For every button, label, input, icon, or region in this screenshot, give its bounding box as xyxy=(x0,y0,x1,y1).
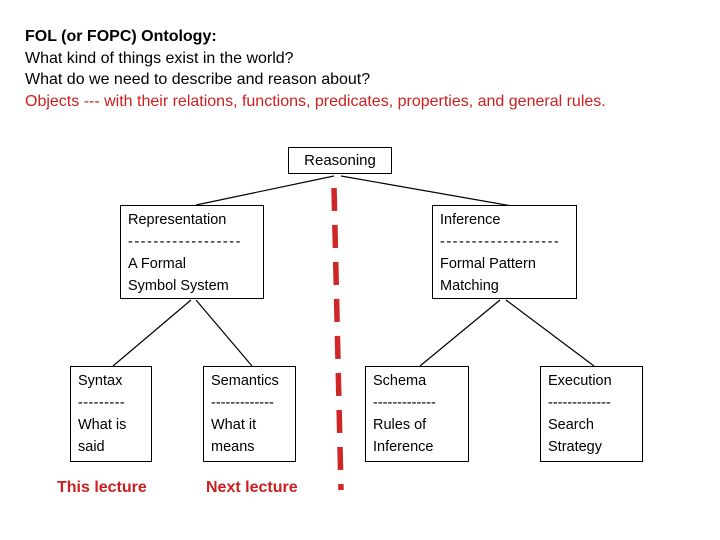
node-semantics-dashes: ------------- xyxy=(211,395,274,411)
connector-reasoning-representation xyxy=(195,175,335,206)
this-lecture-label: This lecture xyxy=(57,479,147,496)
header-question-1: What kind of things exist in the world? xyxy=(25,49,294,67)
node-syntax-title: Syntax xyxy=(78,373,123,389)
node-schema-dashes: ------------- xyxy=(373,395,436,411)
node-inference: Inference ------------------- Formal Pat… xyxy=(432,205,577,299)
node-execution-line1: Search xyxy=(548,417,594,433)
node-representation-dashes: ------------------ xyxy=(128,234,242,250)
node-representation-title: Representation xyxy=(128,212,227,228)
node-schema-title: Schema xyxy=(373,373,427,389)
lecture-divider-line xyxy=(331,187,344,491)
node-representation-line2: Symbol System xyxy=(128,278,229,294)
header-question-2: What do we need to describe and reason a… xyxy=(25,71,371,88)
slide-title: FOL (or FOPC) Ontology: xyxy=(25,28,217,45)
node-syntax-dashes: --------- xyxy=(78,395,126,411)
next-lecture-label: Next lecture xyxy=(206,479,298,496)
node-reasoning: Reasoning xyxy=(288,147,392,174)
slide-header: FOL (or FOPC) Ontology: What kind of thi… xyxy=(25,26,705,112)
node-schema: Schema ------------- Rules of Inference xyxy=(365,366,469,462)
node-schema-line2: Inference xyxy=(373,439,434,455)
connector-representation-syntax xyxy=(112,299,192,367)
node-syntax-line2: said xyxy=(78,439,105,455)
node-inference-line1: Formal Pattern xyxy=(440,256,536,272)
node-inference-dashes: ------------------- xyxy=(440,234,561,250)
node-execution-title: Execution xyxy=(548,373,612,389)
node-reasoning-label: Reasoning xyxy=(304,151,376,169)
node-semantics-line2: means xyxy=(211,439,255,455)
node-execution: Execution ------------- Search Strategy xyxy=(540,366,643,462)
node-execution-dashes: ------------- xyxy=(548,395,611,411)
connector-reasoning-inference xyxy=(340,175,513,207)
node-inference-title: Inference xyxy=(440,212,501,228)
node-representation: Representation ------------------ A Form… xyxy=(120,205,264,299)
node-semantics-line1: What it xyxy=(211,417,257,433)
node-syntax-line1: What is xyxy=(78,417,127,433)
node-representation-line1: A Formal xyxy=(128,256,187,272)
node-schema-line1: Rules of xyxy=(373,417,427,433)
connector-inference-schema xyxy=(419,299,501,367)
node-inference-line2: Matching xyxy=(440,278,499,294)
node-semantics-title: Semantics xyxy=(211,373,279,389)
connector-representation-semantics xyxy=(195,299,253,367)
node-semantics: Semantics ------------- What it means xyxy=(203,366,296,462)
connector-inference-execution xyxy=(505,299,595,367)
node-execution-line2: Strategy xyxy=(548,439,602,455)
node-syntax: Syntax --------- What is said xyxy=(70,366,152,462)
header-objects-line: Objects --- with their relations, functi… xyxy=(25,92,606,110)
